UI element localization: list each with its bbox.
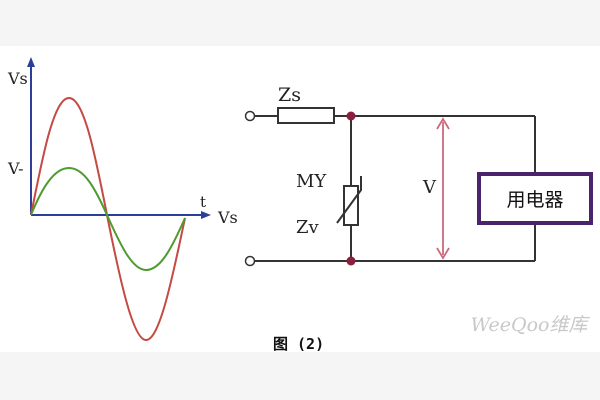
- varistor-impedance-label: Zv: [296, 217, 320, 238]
- voltage-arrow-down-icon: [436, 247, 450, 260]
- y-axis-label: Vs: [7, 69, 28, 88]
- bottom-node: [346, 256, 356, 266]
- x-axis-extra-label: Vs: [217, 208, 238, 227]
- load-label: 用电器: [506, 189, 563, 211]
- y-axis-arrow-icon: [27, 57, 35, 67]
- input-terminal-bottom: [244, 255, 256, 267]
- top-node: [346, 111, 356, 121]
- voltage-indicator: [436, 117, 450, 260]
- level-label: V-: [7, 159, 24, 178]
- input-terminal-top: [244, 110, 256, 122]
- voltage-label: V: [422, 177, 437, 198]
- waveform-axes: [27, 57, 211, 219]
- figure-caption: 图 (2): [273, 335, 324, 353]
- source-impedance-label: Zs: [278, 84, 301, 106]
- watermark: WeeQoo维库: [471, 314, 591, 336]
- varistor: [336, 176, 362, 226]
- x-axis-arrow-icon: [201, 211, 211, 219]
- varistor-label: MY: [296, 171, 327, 192]
- varistor-symbol-icon: [336, 176, 362, 224]
- inner-sine-wave: [30, 166, 186, 272]
- x-axis-label: t: [200, 193, 206, 211]
- source-impedance: [277, 107, 335, 124]
- varistor-body: [343, 185, 359, 226]
- circuit-wires: [255, 115, 536, 262]
- load-box: [477, 172, 593, 225]
- voltage-arrow-up-icon: [436, 117, 450, 130]
